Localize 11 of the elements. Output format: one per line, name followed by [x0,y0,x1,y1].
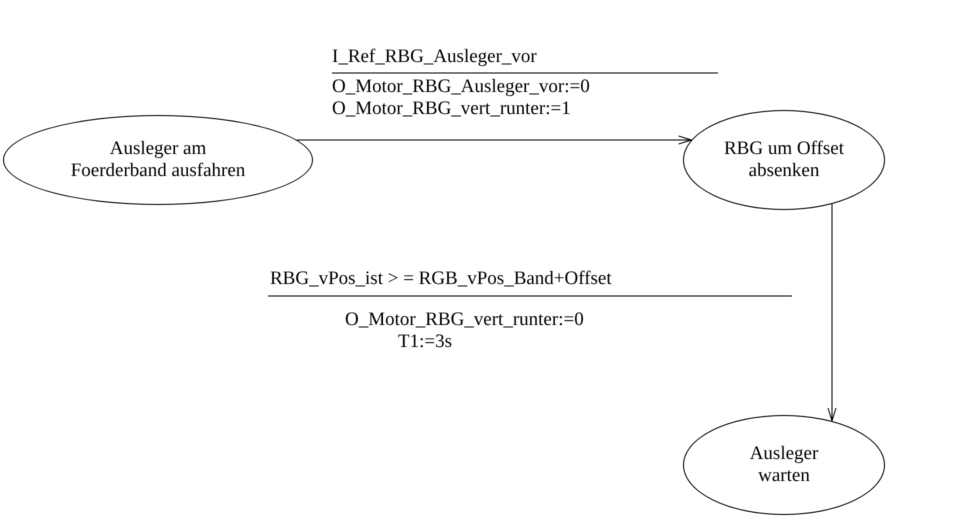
state-name: RBG um Offset absenken [723,138,845,182]
state-name: Ausleger am Foerderband ausfahren [70,138,246,182]
action-text: O_Motor_RBG_vert_runter:=0 [345,309,584,331]
arrow [828,204,836,422]
edge-label: I_Ref_RBG_Ausleger_vor [332,46,537,68]
action-text: O_Motor_RBG_Ausleger_vor:=0 [332,76,590,98]
state-name: Ausleger warten [748,443,820,487]
action-text: T1:=3s [398,331,452,353]
arrow [296,136,692,144]
action-text: O_Motor_RBG_vert_runter:=1 [332,98,571,120]
action-text: RBG_vPos_ist > = RGB_vPos_Band+Offset [270,268,612,290]
